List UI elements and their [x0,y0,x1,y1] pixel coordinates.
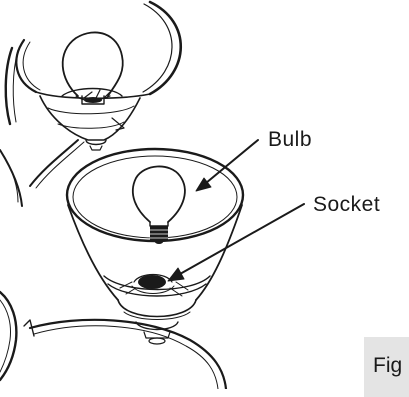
bulb-label: Bulb [268,129,312,150]
middle-lamp-shade [67,149,243,344]
bottom-arm [24,320,226,389]
middle-bulb [133,166,185,244]
figure-caption: Fig [364,337,409,397]
figure-caption-text: Fig [373,354,402,378]
chandelier-left-arms [0,48,22,380]
socket-callout-arrow [168,204,304,281]
top-bulb [62,32,123,104]
bulb-callout-arrow [196,140,258,191]
socket-label: Socket [313,194,380,215]
